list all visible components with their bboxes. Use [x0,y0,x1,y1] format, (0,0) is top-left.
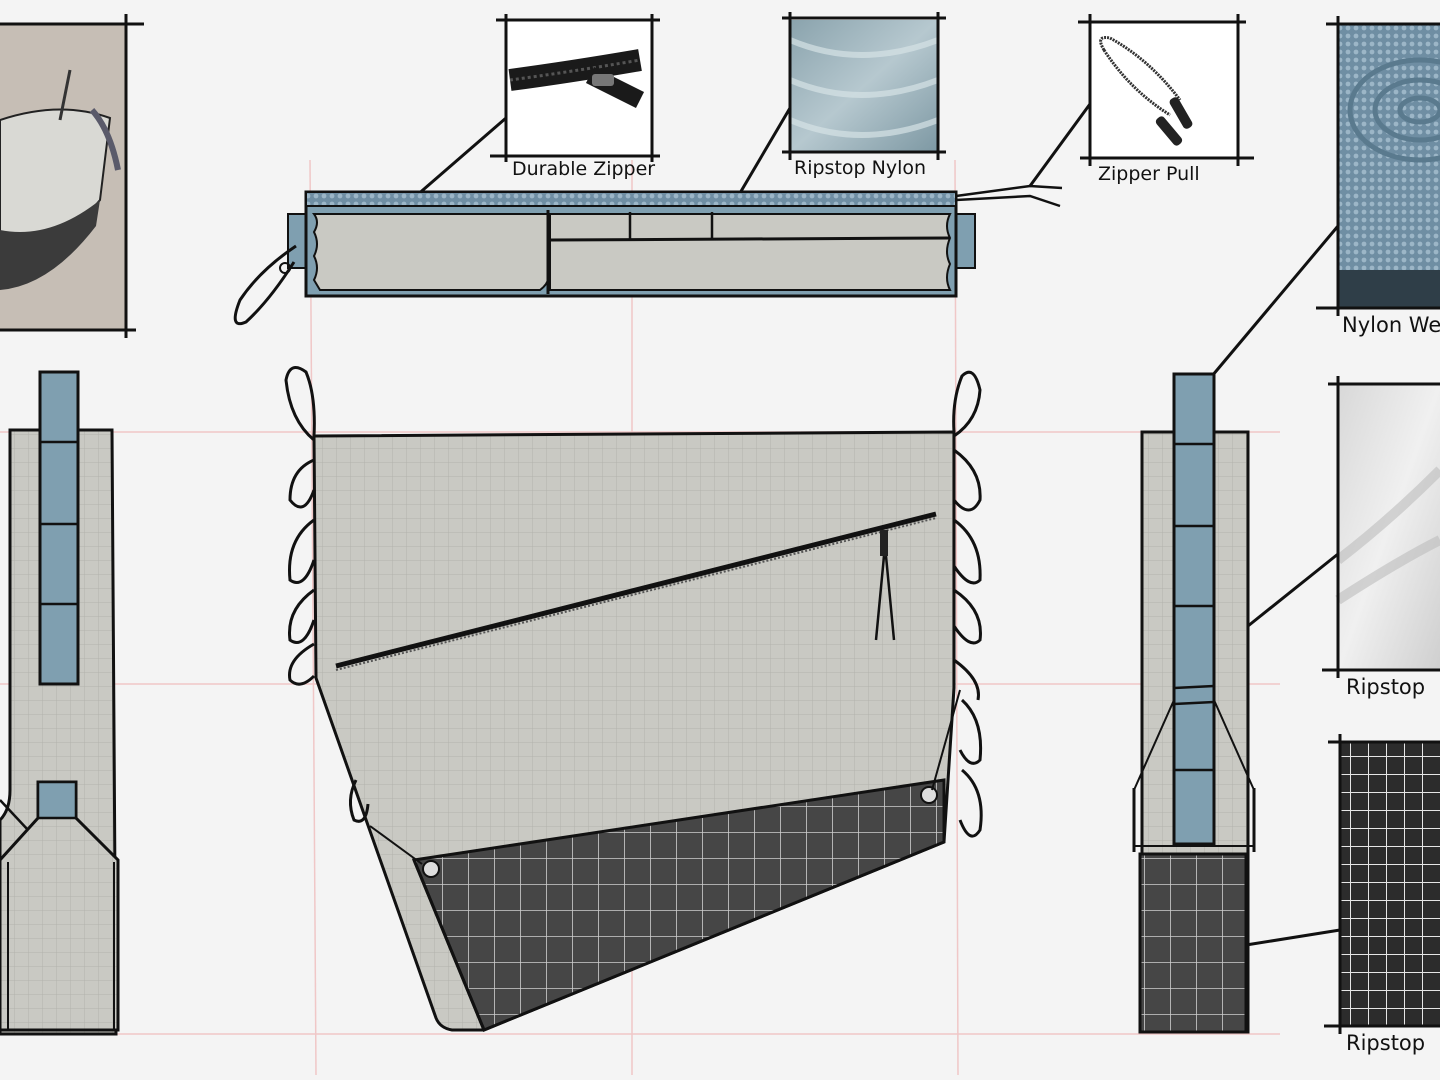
swatch-durable-zipper: Durable Zipper [490,14,660,180]
durable-zipper-label: Durable Zipper [512,158,655,180]
bag-front-view [284,366,983,1032]
nylon-webbing-label: Nylon We [1342,313,1440,337]
ripstop-dark-label: Ripstop [1346,1031,1425,1055]
bag-top-view [233,184,1063,326]
ripstop-nylon-label: Ripstop Nylon [794,157,926,179]
bag-left-side-view [0,370,120,1036]
reference-photo [0,14,144,338]
swatch-zipper-pull: Zipper Pull [1078,14,1254,185]
zipper-pull-label: Zipper Pull [1098,163,1200,185]
ripstop-light-label: Ripstop [1346,675,1425,699]
swatch-ripstop-light: Ripstop [1322,376,1440,699]
swatch-ripstop-dark: Ripstop [1324,734,1440,1055]
bag-right-side-view [1132,372,1256,1034]
swatch-ripstop-nylon: Ripstop Nylon [782,12,946,179]
swatch-nylon-webbing: Nylon We [1316,16,1440,337]
